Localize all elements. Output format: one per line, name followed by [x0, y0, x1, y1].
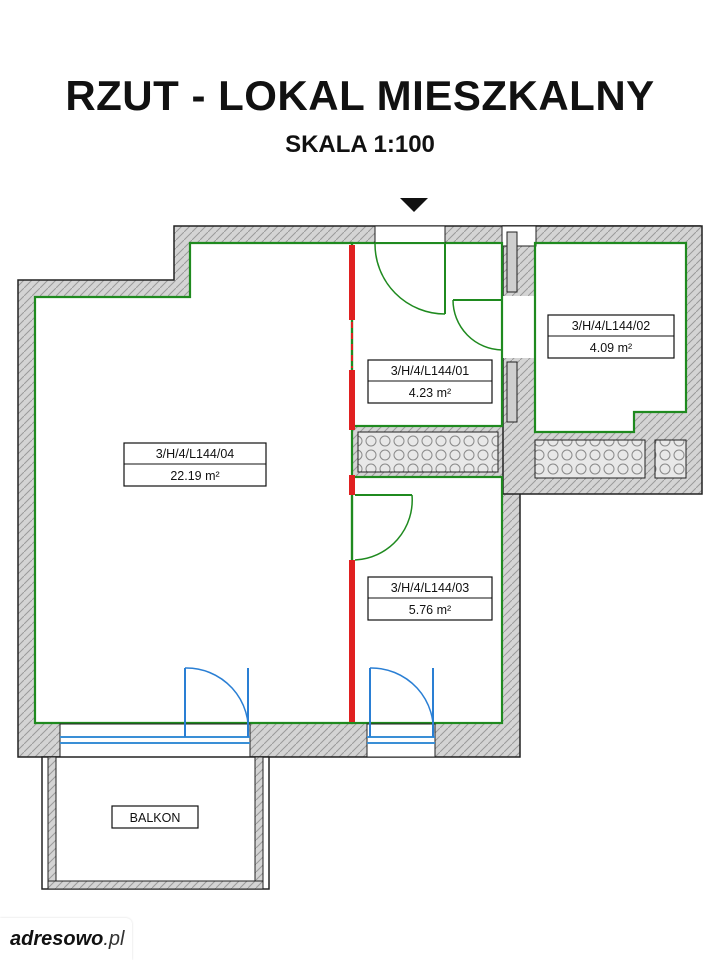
bathroom-door[interactable] [452, 299, 503, 351]
entrance-arrow-icon [400, 198, 428, 212]
room-code-living: 3/H/4/L144/04 [156, 447, 235, 461]
bedroom-door[interactable] [354, 494, 413, 561]
room-code-bedroom: 3/H/4/L144/03 [391, 581, 470, 595]
room-code-hall: 3/H/4/L144/01 [391, 364, 470, 378]
living-room-window [59, 723, 251, 758]
ventilation-shaft [357, 431, 499, 473]
bedroom-window-door[interactable] [369, 667, 435, 738]
ventilation-shaft-bath [534, 439, 646, 479]
room-area-hall-text: 4.23 m² [409, 386, 451, 400]
plan-title: RZUT - LOKAL MIESZKALNY [65, 72, 655, 119]
room-label-hall: 3/H/4/L144/01 4.23 m² [367, 359, 493, 404]
room-area-bathroom-text: 4.09 m² [590, 341, 632, 355]
room-label-living: 3/H/4/L144/04 22.19 m² [123, 442, 267, 487]
ventilation-shaft-corner [654, 439, 687, 479]
plan-scale: SKALA 1:100 [285, 131, 435, 158]
room-label-bathroom: 3/H/4/L144/02 4.09 m² [547, 314, 675, 359]
room-label-bedroom: 3/H/4/L144/03 5.76 m² [367, 576, 493, 621]
entrance-door[interactable] [374, 225, 446, 315]
balcony-label-text: BALKON [130, 811, 181, 825]
room-area-bedroom-text: 5.76 m² [409, 603, 451, 617]
balcony-door[interactable] [184, 667, 250, 738]
room-area-living-text: 22.19 m² [170, 469, 219, 483]
watermark-brand: adresowo [10, 927, 104, 950]
bedroom-window [366, 723, 436, 758]
partition-walls [349, 245, 355, 722]
room-code-bathroom: 3/H/4/L144/02 [572, 319, 651, 333]
watermark-tld: .pl [103, 927, 125, 950]
balcony-label: BALKON [111, 805, 199, 829]
watermark-logo: adresowo.pl [0, 918, 132, 960]
